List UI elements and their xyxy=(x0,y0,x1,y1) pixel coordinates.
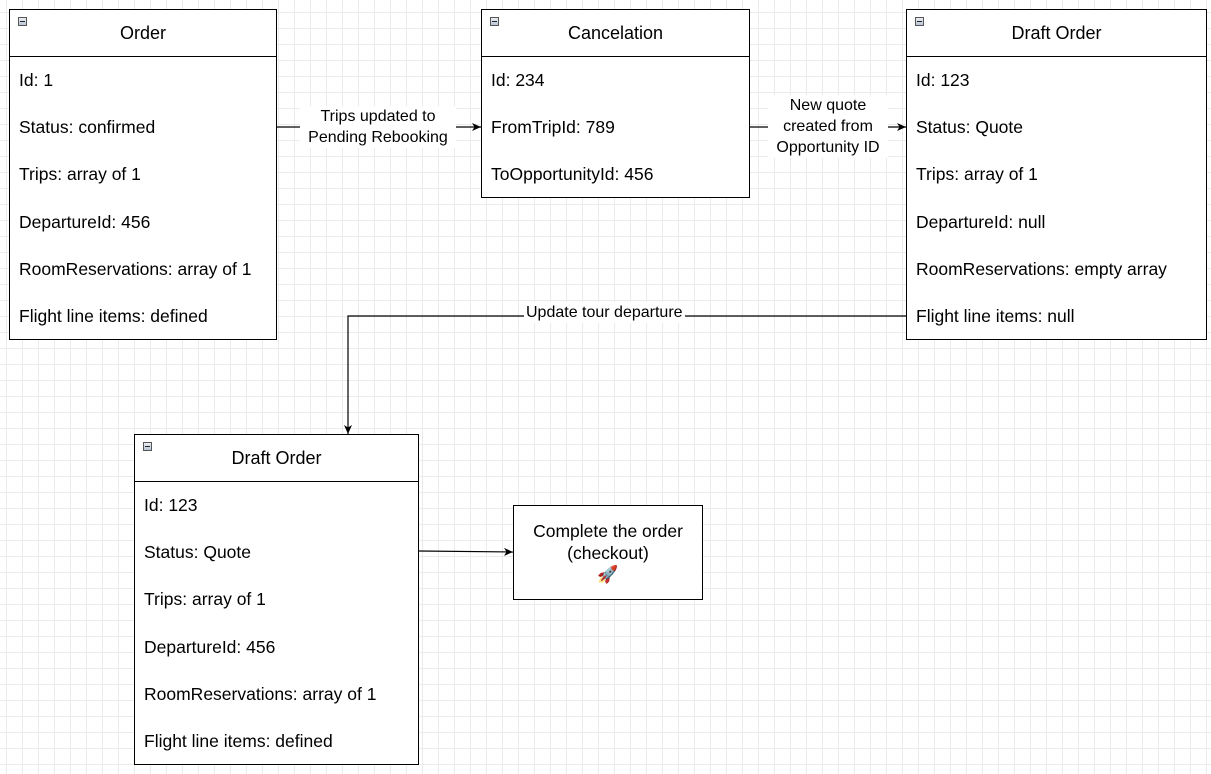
entity-field: Status: confirmed xyxy=(19,117,156,137)
entity-field: Id: 123 xyxy=(144,495,198,515)
entity-title: Draft Order xyxy=(1011,22,1102,43)
collapse-icon[interactable] xyxy=(915,17,924,26)
entity-field: Status: Quote xyxy=(916,117,1024,137)
entity-field: Trips: array of 1 xyxy=(19,164,141,184)
entity-field: RoomReservations: array of 1 xyxy=(144,684,377,704)
checkout-label-line: Complete the order xyxy=(533,520,683,541)
entity-field: Flight line items: null xyxy=(916,306,1075,326)
edge-label-line: Trips updated to xyxy=(320,108,436,125)
edge-draft-to-checkout xyxy=(418,547,514,556)
entity-header: Draft Order xyxy=(907,10,1206,57)
entity-header: Draft Order xyxy=(135,435,418,482)
entity-cancelation[interactable]: Cancelation Id: 234 FromTripId: 789 ToOp… xyxy=(481,9,750,198)
entity-field: Trips: array of 1 xyxy=(916,164,1038,184)
checkout-box[interactable]: Complete the order (checkout) 🚀 xyxy=(513,505,703,600)
entity-field: Trips: array of 1 xyxy=(144,589,266,609)
entity-field: Flight line items: defined xyxy=(144,731,333,751)
entity-field: DepartureId: 456 xyxy=(19,212,151,232)
entity-title: Draft Order xyxy=(231,447,322,468)
rocket-icon: 🚀 xyxy=(597,564,619,584)
entity-field: Flight line items: defined xyxy=(19,306,208,326)
edge-label-update-tour-departure: Update tour departure xyxy=(524,302,685,323)
entity-field: Id: 1 xyxy=(19,70,54,90)
entity-header: Order xyxy=(10,10,276,57)
edge-label-new-quote: New quote created from Opportunity ID xyxy=(768,95,888,158)
collapse-icon[interactable] xyxy=(490,17,499,26)
entity-field: ToOpportunityId: 456 xyxy=(491,164,654,184)
entity-field: Id: 234 xyxy=(491,70,545,90)
edge-label-line: Pending Rebooking xyxy=(308,129,448,146)
entity-field: DepartureId: 456 xyxy=(144,637,276,657)
entity-order[interactable]: Order Id: 1 Status: confirmed Trips: arr… xyxy=(9,9,277,340)
entity-field: DepartureId: null xyxy=(916,212,1046,232)
entity-draft-order-updated[interactable]: Draft Order Id: 123 Status: Quote Trips:… xyxy=(134,434,419,765)
entity-field: Status: Quote xyxy=(144,542,252,562)
collapse-icon[interactable] xyxy=(18,17,27,26)
edge-draft-to-draft xyxy=(344,315,906,434)
collapse-icon[interactable] xyxy=(143,442,152,451)
entity-field: RoomReservations: array of 1 xyxy=(19,259,252,279)
entity-field: FromTripId: 789 xyxy=(491,117,615,137)
entity-draft-order-quote[interactable]: Draft Order Id: 123 Status: Quote Trips:… xyxy=(906,9,1207,340)
entity-title: Cancelation xyxy=(567,22,664,43)
edge-label-line: Opportunity ID xyxy=(776,139,880,156)
edge-label-line: created from xyxy=(783,118,873,135)
entity-header: Cancelation xyxy=(482,10,749,57)
edge-label-line: New quote xyxy=(789,97,867,114)
edge-label-trips-updated: Trips updated to Pending Rebooking xyxy=(300,106,456,148)
entity-field: RoomReservations: empty array xyxy=(916,259,1167,279)
checkout-label-line: (checkout) xyxy=(567,542,649,563)
entity-field: Id: 123 xyxy=(916,70,970,90)
entity-title: Order xyxy=(119,22,166,43)
